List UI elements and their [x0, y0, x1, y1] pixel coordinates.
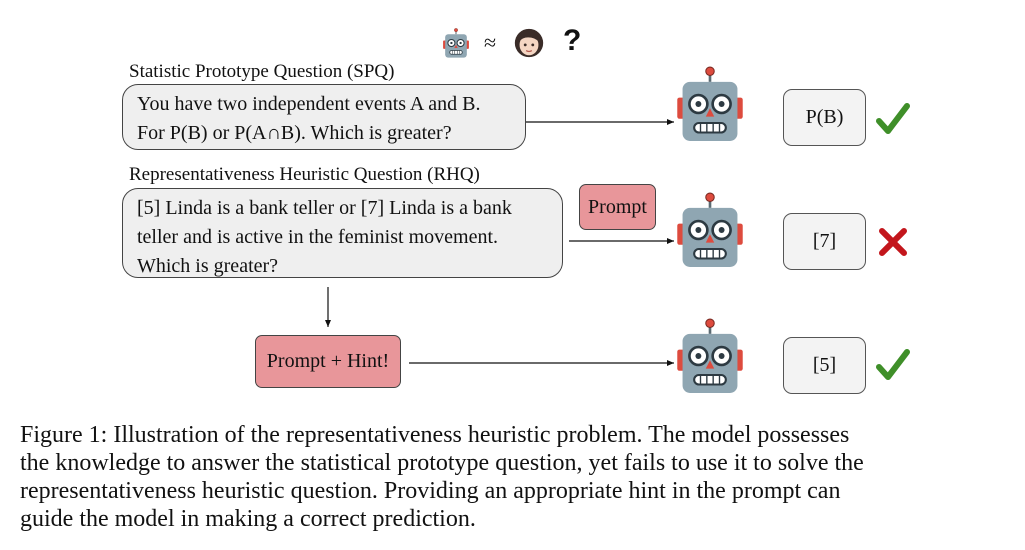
- spq-answer-box: P(B): [783, 89, 866, 146]
- person-icon: [514, 28, 544, 58]
- robot-icon: [676, 318, 744, 394]
- hint-answer-box: [5]: [783, 337, 866, 394]
- caption-line: guide the model in making a correct pred…: [20, 506, 476, 532]
- caption-line: representativeness heuristic question. P…: [20, 478, 841, 504]
- rhq-label: Representativeness Heuristic Question (R…: [129, 164, 480, 185]
- caption-line: the knowledge to answer the statistical …: [20, 450, 864, 476]
- prompt-box: Prompt: [579, 184, 656, 230]
- robot-icon: [676, 192, 744, 268]
- approx-symbol: ≈: [484, 30, 497, 55]
- check-icon: [876, 348, 910, 382]
- rhq-answer-box: [7]: [783, 213, 866, 270]
- rhq-question-line: teller and is active in the feminist mov…: [137, 226, 499, 248]
- question-mark: ?: [563, 24, 582, 57]
- rhq-question-bubble: [5] Linda is a bank teller or [7] Linda …: [122, 188, 563, 278]
- figure-caption: Figure 1: Illustration of the representa…: [20, 421, 1010, 533]
- check-icon: [876, 102, 910, 136]
- rhq-question-line: [5] Linda is a bank teller or [7] Linda …: [137, 197, 512, 219]
- spq-label: Statistic Prototype Question (SPQ): [129, 61, 395, 82]
- spq-question-bubble: You have two independent events A and B.…: [122, 84, 526, 150]
- robot-icon: [441, 28, 471, 58]
- prompt-hint-box: Prompt + Hint!: [255, 335, 401, 388]
- spq-question-line: For P(B) or P(A∩B). Which is greater?: [137, 122, 452, 144]
- rhq-question-line: Which is greater?: [137, 255, 279, 277]
- cross-icon: [876, 225, 910, 259]
- spq-question-line: You have two independent events A and B.: [137, 93, 481, 115]
- robot-icon: [676, 66, 744, 142]
- caption-line: Figure 1: Illustration of the representa…: [20, 422, 850, 448]
